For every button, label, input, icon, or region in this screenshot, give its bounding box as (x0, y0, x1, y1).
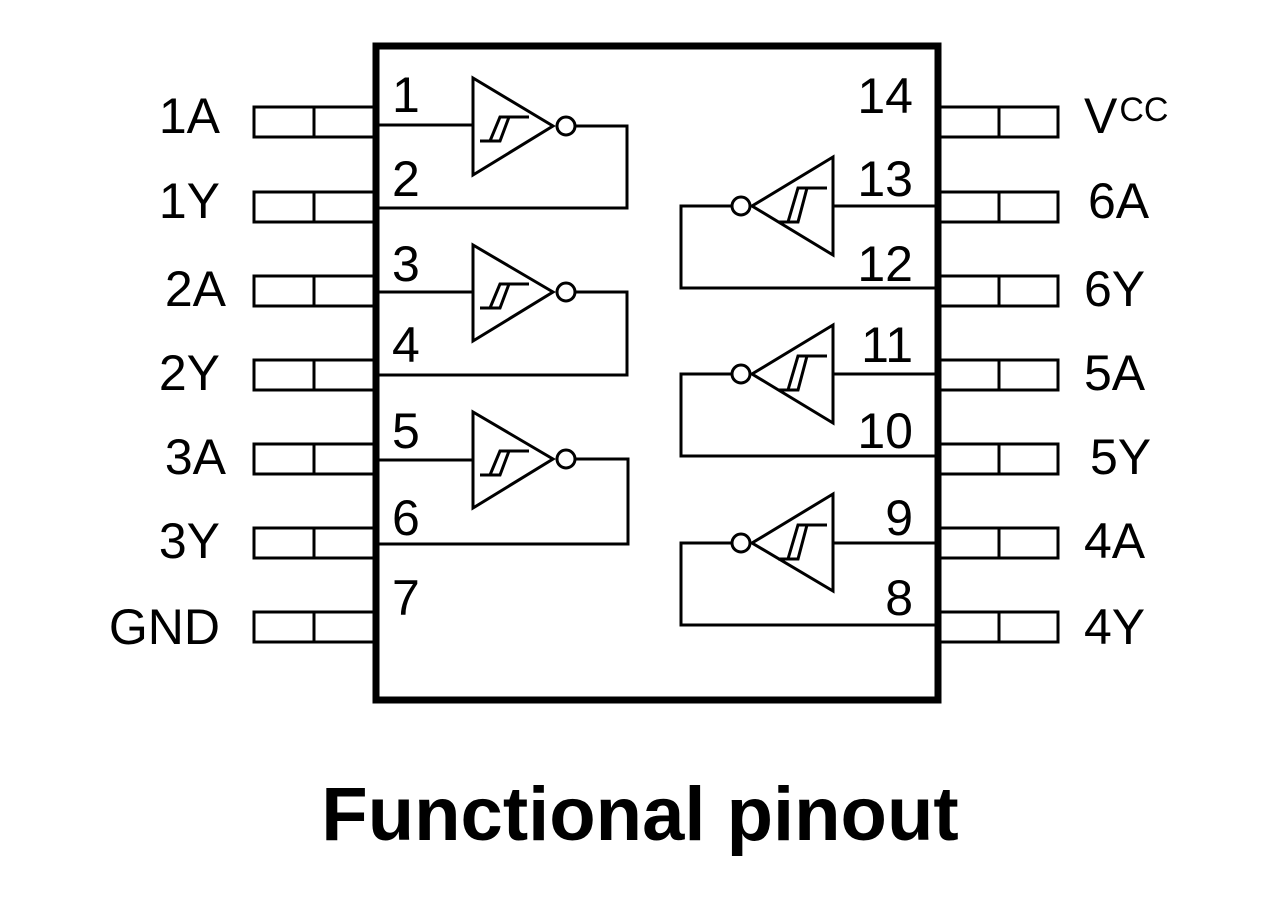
inverter-1 (376, 75, 629, 210)
pin-label-2A: 2A (165, 261, 227, 317)
schmitt-symbol (480, 282, 529, 310)
pin-label-5A: 5A (1084, 345, 1146, 401)
inverter-3 (376, 409, 630, 546)
pin-number-3: 3 (392, 236, 420, 292)
pin-number-8: 8 (885, 570, 913, 626)
schmitt-symbol (778, 186, 827, 224)
pin-label-4Y: 4Y (1084, 599, 1145, 655)
pin-label-3A: 3A (165, 429, 227, 485)
inverter-5 (679, 322, 938, 458)
pin-number-10: 10 (857, 403, 913, 459)
pin-number-12: 12 (857, 236, 913, 292)
pin-number-4: 4 (392, 317, 420, 373)
pin-number-9: 9 (885, 490, 913, 546)
pin-label-6A: 6A (1088, 173, 1150, 229)
pin-label-3Y: 3Y (159, 513, 220, 569)
inverter-4 (679, 491, 938, 627)
schmitt-symbol (778, 354, 827, 392)
pin-label-VCC: VCC (1084, 88, 1168, 144)
pin-number-1: 1 (392, 67, 420, 123)
pin-number-14: 14 (857, 68, 913, 124)
schmitt-symbol (480, 115, 529, 143)
pin-label-4A: 4A (1084, 513, 1146, 569)
pin-number-5: 5 (392, 403, 420, 459)
inverter-2 (376, 242, 629, 377)
pin-number-7: 7 (392, 570, 420, 626)
pin-label-5Y: 5Y (1090, 429, 1151, 485)
left-pin-stubs (252, 105, 376, 644)
pin-number-13: 13 (857, 151, 913, 207)
right-pin-stubs (938, 105, 1060, 644)
pin-label-2Y: 2Y (159, 345, 220, 401)
pin-label-1A: 1A (159, 88, 221, 144)
pin-number-2: 2 (392, 151, 420, 207)
pin-label-GND: GND (109, 599, 220, 655)
pin-number-11: 11 (861, 317, 913, 373)
inverter-6 (679, 154, 938, 290)
schmitt-symbol (480, 449, 529, 477)
pin-label-6Y: 6Y (1084, 261, 1145, 317)
schmitt-symbol (778, 523, 827, 561)
pin-label-1Y: 1Y (159, 173, 220, 229)
diagram-title: Functional pinout (321, 772, 958, 857)
pin-number-6: 6 (392, 490, 420, 546)
